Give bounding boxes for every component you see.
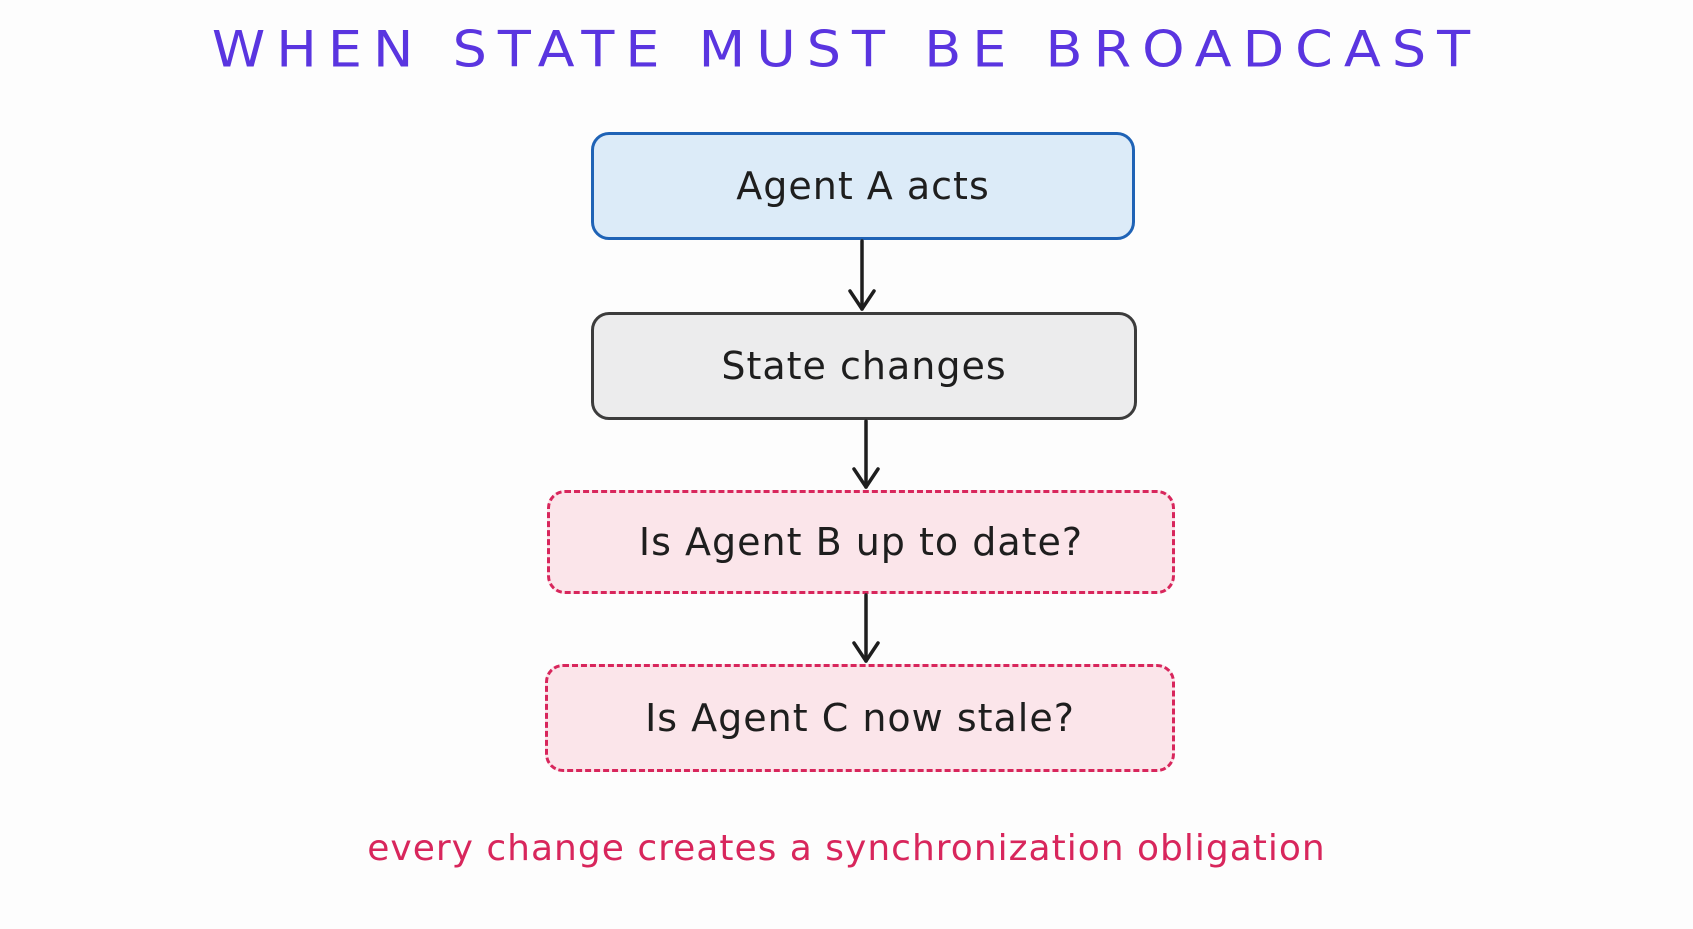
node-label: Is Agent B up to date? [638, 520, 1084, 564]
edge-arrow-2 [852, 419, 880, 489]
edge-arrow-3 [852, 593, 880, 663]
edge-arrow-1 [848, 239, 876, 311]
node-agent-b-check: Is Agent B up to date? [547, 490, 1175, 594]
node-state-changes: State changes [591, 312, 1137, 420]
node-agent-a-acts: Agent A acts [591, 132, 1135, 240]
footnote: every change creates a synchronization o… [367, 828, 1326, 869]
node-label: State changes [721, 344, 1007, 388]
node-label: Is Agent C now stale? [645, 696, 1075, 740]
node-agent-c-check: Is Agent C now stale? [545, 664, 1175, 772]
node-label: Agent A acts [736, 164, 990, 208]
diagram-title: WHEN STATE MUST BE BROADCAST [211, 20, 1482, 79]
